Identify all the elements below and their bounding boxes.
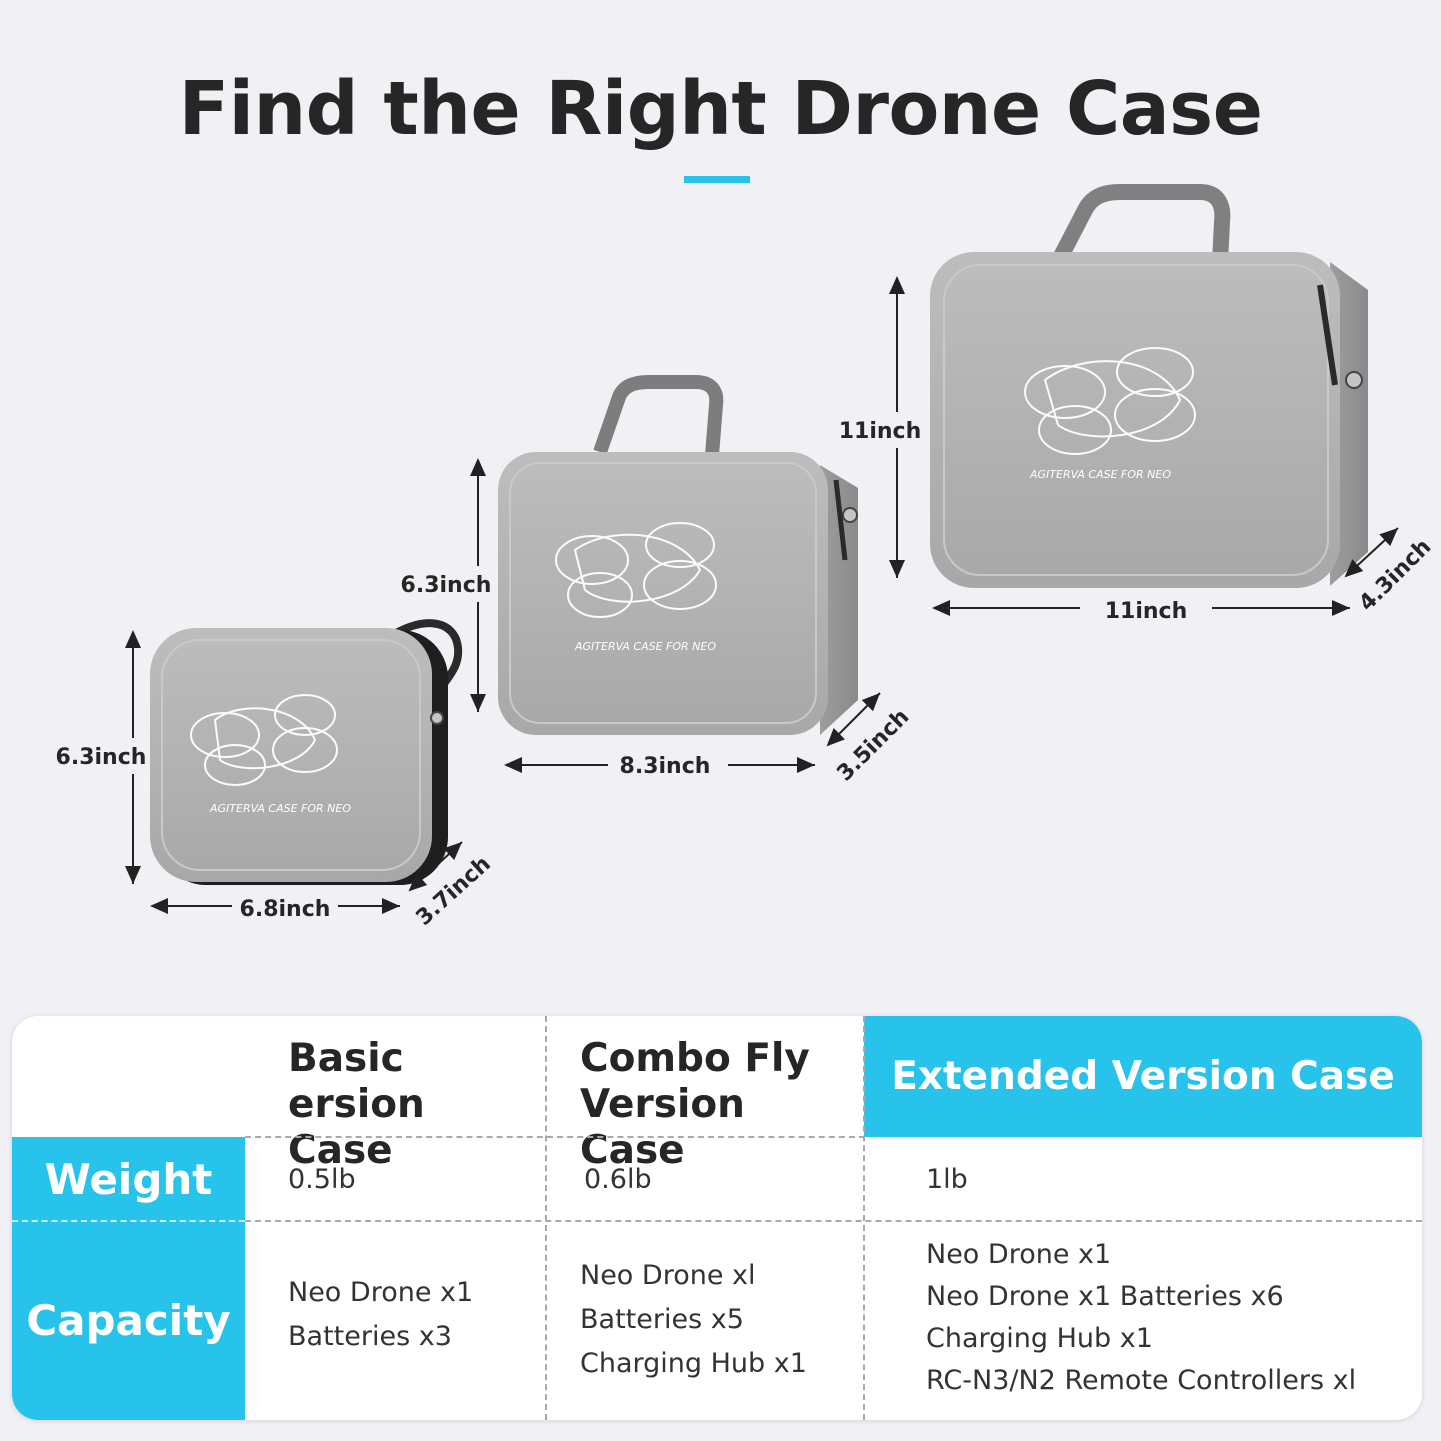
title-underline: [684, 176, 750, 183]
weight-combo-value: 0.6lb: [584, 1164, 652, 1195]
row-header-capacity: Capacity: [12, 1221, 245, 1420]
case-combo-width: 8.3inch: [620, 754, 711, 779]
weight-basic: 0.5lb: [288, 1158, 356, 1202]
case-extended: AGITERVA CASE FOR NEO 11inch 11inch 4.3i…: [838, 184, 1436, 626]
weight-combo: 0.6lb: [584, 1158, 652, 1202]
case-combo-depth: 3.5inch: [832, 704, 914, 786]
case-basic-width: 6.8inch: [240, 897, 331, 922]
column-divider: [863, 1016, 865, 1420]
case-basic-logo: AGITERVA CASE FOR NEO: [209, 802, 351, 815]
capacity-basic-item: Neo Drone x1: [288, 1277, 474, 1308]
case-combo-logo: AGITERVA CASE FOR NEO: [574, 640, 716, 653]
capacity-extended-item: Charging Hub x1: [926, 1323, 1153, 1354]
case-extended-width: 11inch: [1105, 599, 1188, 624]
comparison-table: Basic ersion Case Combo Fly Version Case…: [12, 1016, 1422, 1420]
row-divider: [245, 1220, 1422, 1222]
capacity-basic-item: Batteries x3: [288, 1321, 452, 1352]
capacity-combo-item: Charging Hub x1: [580, 1348, 807, 1379]
capacity-extended-item: RC-N3/N2 Remote Controllers xl: [926, 1365, 1357, 1396]
capacity-extended-item: Neo Drone x1: [926, 1239, 1112, 1270]
column-header-extended: Extended Version Case: [864, 1016, 1422, 1137]
capacity-basic: Neo Drone x1 Batteries x3: [288, 1271, 473, 1359]
case-basic: AGITERVA CASE FOR NEO 6.3inch 6.8inch 3.…: [55, 619, 496, 931]
column-header-basic-line1: Basic ersion: [288, 1036, 425, 1127]
case-extended-height: 11inch: [839, 419, 922, 444]
weight-basic-value: 0.5lb: [288, 1164, 356, 1195]
row-header-weight-label: Weight: [44, 1154, 213, 1204]
weight-extended-value: 1lb: [926, 1164, 968, 1195]
weight-extended: 1lb: [926, 1158, 968, 1202]
column-header-basic-line2: Case: [288, 1128, 393, 1173]
column-header-basic: Basic ersion Case: [288, 1036, 546, 1174]
column-header-combo-line2: Version Case: [580, 1082, 745, 1173]
case-extended-logo: AGITERVA CASE FOR NEO: [1029, 468, 1171, 481]
capacity-combo: Neo Drone xl Batteries x5 Charging Hub x…: [580, 1254, 807, 1386]
column-header-combo-line1: Combo Fly: [580, 1036, 810, 1081]
column-header-extended-label: Extended Version Case: [891, 1053, 1395, 1099]
case-combo: AGITERVA CASE FOR NEO 6.3inch 8.3inch 3.…: [400, 375, 914, 786]
row-divider: [245, 1136, 865, 1138]
row-header-weight: Weight: [12, 1137, 245, 1221]
row-header-capacity-label: Capacity: [26, 1296, 231, 1345]
capacity-combo-item: Neo Drone xl: [580, 1260, 756, 1291]
page-title: Find the Right Drone Case: [178, 66, 1263, 152]
case-basic-height: 6.3inch: [56, 745, 147, 770]
product-illustration: AGITERVA CASE FOR NEO 6.3inch 6.8inch 3.…: [55, 184, 1436, 931]
column-header-combo: Combo Fly Version Case: [580, 1036, 850, 1174]
column-divider: [545, 1016, 547, 1420]
case-combo-height: 6.3inch: [401, 573, 492, 598]
row-header-divider: [12, 1220, 245, 1222]
capacity-extended: Neo Drone x1 Neo Drone x1 Batteries x6 C…: [926, 1234, 1356, 1402]
capacity-combo-item: Batteries x5: [580, 1304, 744, 1335]
capacity-extended-item: Neo Drone x1 Batteries x6: [926, 1281, 1284, 1312]
